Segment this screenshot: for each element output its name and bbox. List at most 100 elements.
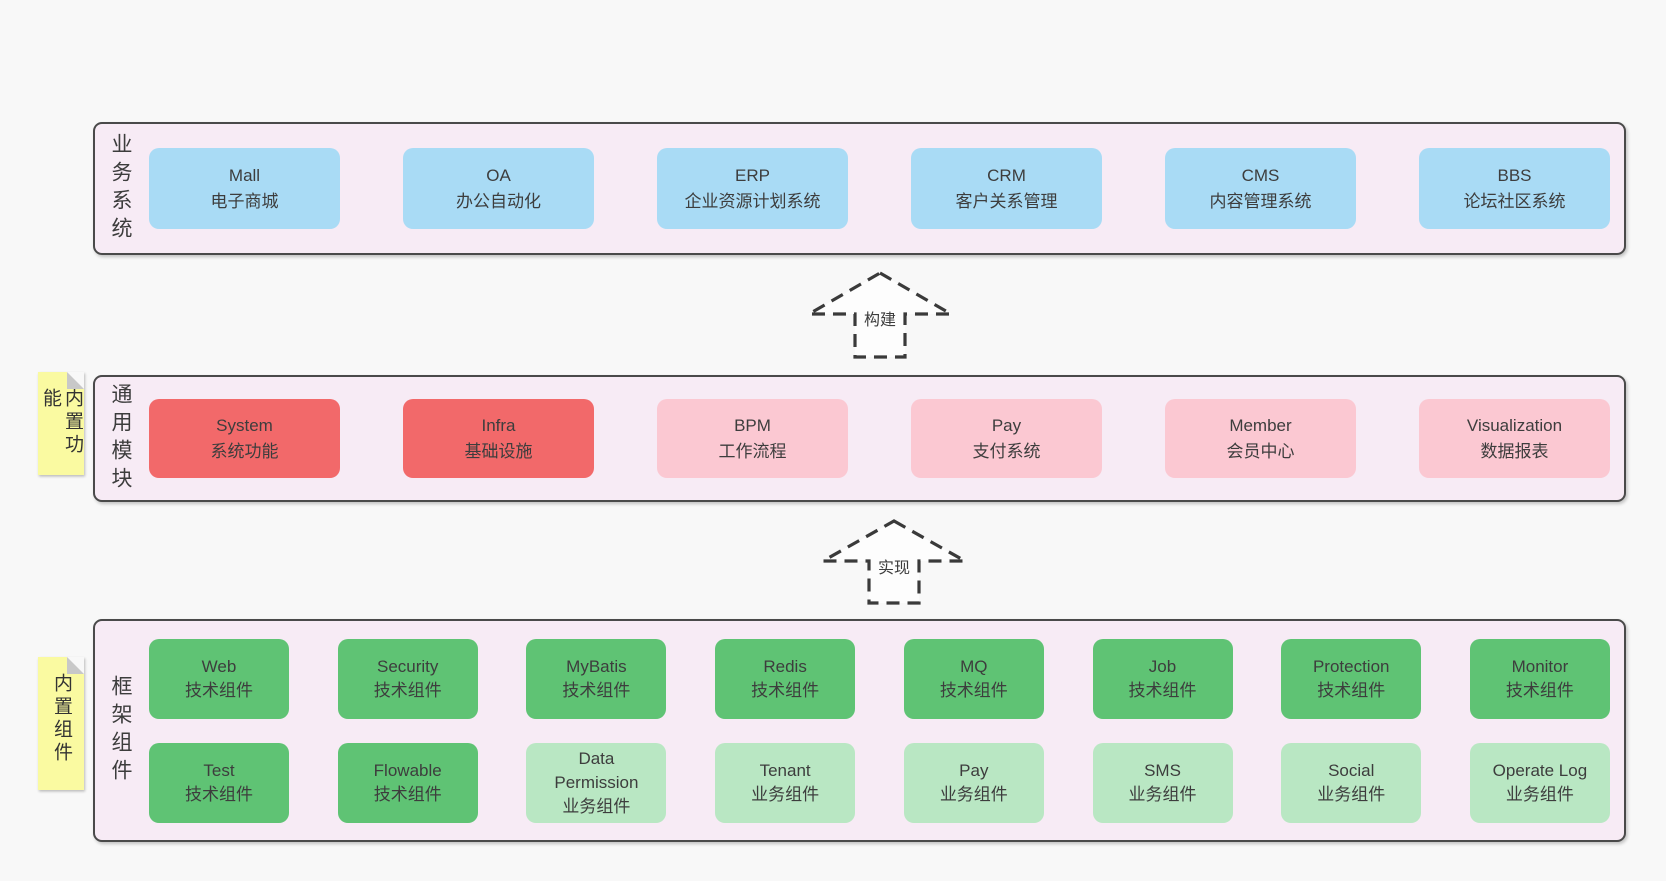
box-subtitle: 业务组件 (1128, 784, 1197, 804)
box-title: Data Permission (554, 748, 639, 792)
component-box-monitor: Monitor 技术组件 (1469, 638, 1610, 719)
box-subtitle: 技术组件 (373, 784, 442, 804)
box-subtitle: 技术组件 (373, 680, 442, 700)
modules-layer-label: 通用模块 (109, 382, 132, 495)
box-title: Test (203, 760, 235, 780)
box-subtitle: 会员中心 (1226, 441, 1295, 461)
box-subtitle: 技术组件 (1505, 680, 1574, 700)
box-title: Monitor (1511, 656, 1569, 676)
box-title: OA (486, 165, 511, 185)
builtin-component-note-text: 内置组件 (51, 673, 72, 765)
box-title: Job (1148, 656, 1177, 676)
box-subtitle: 业务组件 (751, 784, 820, 804)
builtin-feature-note-text: 内置功能 (40, 388, 83, 457)
box-subtitle: 数据报表 (1480, 441, 1549, 461)
box-title: Tenant (759, 760, 811, 780)
module-box-infra: Infra 基础设施 (403, 399, 594, 478)
box-title: Web (201, 656, 237, 676)
component-box-web: Web 技术组件 (149, 638, 289, 719)
box-title: Infra (481, 415, 516, 435)
component-box-protection: Protection 技术组件 (1281, 638, 1422, 719)
component-box-tenant: Tenant 业务组件 (715, 742, 856, 823)
box-subtitle: 技术组件 (185, 680, 253, 700)
box-subtitle: 技术组件 (1317, 680, 1386, 700)
component-box-test: Test 技术组件 (149, 742, 289, 823)
box-subtitle: 技术组件 (1128, 680, 1197, 700)
box-subtitle: 企业资源计划系统 (684, 191, 821, 211)
module-box-system: System 系统功能 (149, 399, 340, 478)
components-layer-label: 框架组件 (109, 674, 132, 787)
business-box-bbs: BBS 论坛社区系统 (1419, 148, 1610, 229)
module-box-bpm: BPM 工作流程 (657, 399, 848, 478)
box-subtitle: 工作流程 (718, 441, 787, 461)
components-row-1: Web 技术组件 Security 技术组件 MyBatis 技术组件 Redi… (149, 638, 1610, 719)
box-title: Pay (991, 415, 1022, 435)
build-arrow-label: 构建 (860, 305, 900, 331)
box-subtitle: 论坛社区系统 (1463, 191, 1566, 211)
box-title: SMS (1144, 760, 1181, 780)
module-box-member: Member 会员中心 (1165, 399, 1356, 478)
modules-boxes-row: System 系统功能 Infra 基础设施 BPM 工作流程 Pay 支付系统… (149, 399, 1610, 478)
box-title: CMS (1241, 165, 1280, 185)
box-subtitle: 业务组件 (562, 796, 631, 816)
box-title: MyBatis (566, 656, 627, 676)
box-title: Social (1328, 760, 1375, 780)
business-box-oa: OA 办公自动化 (403, 148, 594, 229)
business-box-mall: Mall 电子商城 (149, 148, 340, 229)
component-box-flowable: Flowable 技术组件 (337, 742, 478, 823)
box-subtitle: 系统功能 (210, 441, 279, 461)
box-title: Mall (228, 165, 261, 185)
box-title: Member (1229, 415, 1292, 435)
box-title: Visualization (1466, 415, 1563, 435)
box-subtitle: 办公自动化 (456, 191, 541, 211)
business-box-crm: CRM 客户关系管理 (911, 148, 1102, 229)
implement-arrow-label: 实现 (874, 553, 914, 579)
box-subtitle: 客户关系管理 (955, 191, 1058, 211)
box-title: CRM (987, 165, 1026, 185)
box-subtitle: 内容管理系统 (1209, 191, 1312, 211)
component-box-job: Job 技术组件 (1092, 638, 1233, 719)
box-subtitle: 技术组件 (939, 680, 1008, 700)
components-rows: Web 技术组件 Security 技术组件 MyBatis 技术组件 Redi… (149, 638, 1610, 823)
component-box-data-permission: Data Permission 业务组件 (526, 742, 667, 823)
framework-components-layer: 框架组件 Web 技术组件 Security 技术组件 MyBatis 技术组件… (93, 619, 1626, 842)
components-row-2: Test 技术组件 Flowable 技术组件 Data Permission … (149, 742, 1610, 823)
component-box-security: Security 技术组件 (337, 638, 478, 719)
common-modules-layer: 通用模块 System 系统功能 Infra 基础设施 BPM 工作流程 Pay… (93, 375, 1626, 502)
box-subtitle: 业务组件 (1317, 784, 1386, 804)
box-subtitle: 业务组件 (1505, 784, 1574, 804)
implement-arrow: 实现 (820, 517, 968, 607)
box-subtitle: 技术组件 (751, 680, 820, 700)
box-subtitle: 业务组件 (939, 784, 1008, 804)
box-title: Operate Log (1492, 760, 1588, 780)
box-title: Protection (1312, 656, 1390, 676)
box-subtitle: 技术组件 (562, 680, 631, 700)
component-box-mybatis: MyBatis 技术组件 (526, 638, 667, 719)
business-systems-layer: 业务系统 Mall 电子商城 OA 办公自动化 ERP 企业资源计划系统 CRM… (93, 122, 1626, 255)
box-title: System (216, 415, 273, 435)
component-box-redis: Redis 技术组件 (715, 638, 856, 719)
box-title: Redis (763, 656, 807, 676)
component-box-operate-log: Operate Log 业务组件 (1469, 742, 1610, 823)
box-title: BPM (734, 415, 771, 435)
module-box-visualization: Visualization 数据报表 (1419, 399, 1610, 478)
module-box-pay: Pay 支付系统 (911, 399, 1102, 478)
component-box-mq: MQ 技术组件 (903, 638, 1044, 719)
box-subtitle: 基础设施 (464, 441, 533, 461)
box-title: MQ (960, 656, 988, 676)
component-box-sms: SMS 业务组件 (1092, 742, 1233, 823)
box-title: ERP (735, 165, 770, 185)
business-box-cms: CMS 内容管理系统 (1165, 148, 1356, 229)
business-box-erp: ERP 企业资源计划系统 (657, 148, 848, 229)
box-title: Flowable (373, 760, 442, 780)
box-subtitle: 电子商城 (210, 191, 279, 211)
build-arrow: 构建 (806, 269, 954, 361)
builtin-component-note: 内置组件 (38, 657, 84, 790)
business-boxes-row: Mall 电子商城 OA 办公自动化 ERP 企业资源计划系统 CRM 客户关系… (149, 148, 1610, 229)
business-layer-label: 业务系统 (109, 132, 132, 245)
box-title: Pay (959, 760, 989, 780)
component-box-social: Social 业务组件 (1281, 742, 1422, 823)
box-title: BBS (1497, 165, 1532, 185)
builtin-feature-note: 内置功能 (38, 372, 84, 475)
component-box-pay: Pay 业务组件 (903, 742, 1044, 823)
